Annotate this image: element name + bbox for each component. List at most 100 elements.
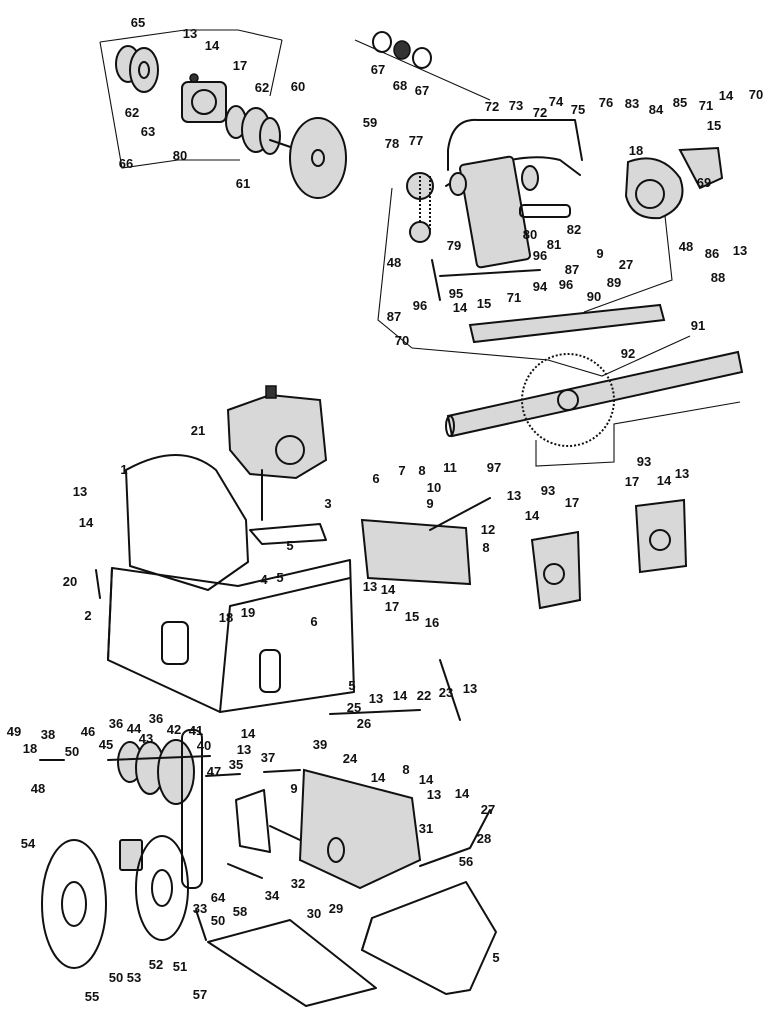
part-callout-86: 86 [705,246,719,261]
part-callout-73: 73 [509,98,523,113]
part-callout-13: 13 [675,466,689,481]
part-callout-35: 35 [229,757,243,772]
chain-drive-assembly [377,118,724,349]
part-callout-41: 41 [189,723,203,738]
part-callout-36: 36 [149,711,163,726]
part-callout-13: 13 [463,681,477,696]
scraper-plate-57 [207,919,377,1007]
engine [226,385,328,521]
part-callout-1: 1 [120,462,127,477]
part-callout-19: 19 [241,605,255,620]
part-callout-97: 97 [487,460,501,475]
part-callout-93: 93 [541,483,555,498]
part-callout-3: 3 [324,496,331,511]
part-callout-17: 17 [385,599,399,614]
part-callout-66: 66 [119,156,133,171]
part-callout-9: 9 [426,496,433,511]
part-callout-75: 75 [571,102,585,117]
part-callout-88: 88 [711,270,725,285]
part-callout-67: 67 [371,62,385,77]
part-callout-45: 45 [99,737,113,752]
part-callout-15: 15 [477,296,491,311]
part-callout-17: 17 [625,474,639,489]
part-callout-27: 27 [619,257,633,272]
part-callout-67: 67 [415,83,429,98]
part-callout-12: 12 [481,522,495,537]
part-callout-5: 5 [276,570,283,585]
part-callout-56: 56 [459,854,473,869]
part-callout-83: 83 [625,96,639,111]
part-callout-60: 60 [291,79,305,94]
part-callout-8: 8 [418,463,425,478]
part-callout-28: 28 [477,831,491,846]
part-callout-68: 68 [393,78,407,93]
part-callout-77: 77 [409,133,423,148]
part-callout-5: 5 [348,678,355,693]
part-callout-89: 89 [607,275,621,290]
part-callout-24: 24 [343,751,358,766]
part-callout-27: 27 [481,802,495,817]
part-callout-2: 2 [84,608,91,623]
part-callout-81: 81 [547,237,561,252]
belt-drive-assembly [41,729,211,969]
part-callout-14: 14 [525,508,540,523]
part-callout-52: 52 [149,957,163,972]
bearing-plate-right [634,498,688,574]
part-callout-58: 58 [233,904,247,919]
part-callout-61: 61 [236,176,250,191]
part-callout-48: 48 [387,255,401,270]
part-callout-50: 50 [65,744,79,759]
part-callout-53: 53 [127,970,141,985]
part-callout-78: 78 [385,136,399,151]
part-callout-13: 13 [73,484,87,499]
part-callout-82: 82 [567,222,581,237]
part-callout-17: 17 [565,495,579,510]
part-callout-15: 15 [405,609,419,624]
part-callout-18: 18 [219,610,233,625]
part-callout-49: 49 [7,724,21,739]
part-callout-14: 14 [455,786,470,801]
scraper-plate-56 [361,881,497,995]
part-callout-13: 13 [369,691,383,706]
part-callout-72: 72 [485,99,499,114]
part-callout-48: 48 [31,781,45,796]
part-callout-5: 5 [286,538,293,553]
part-callout-71: 71 [699,98,713,113]
part-callout-47: 47 [207,764,221,779]
part-callout-96: 96 [559,277,573,292]
part-callout-69: 69 [697,175,711,190]
part-callout-74: 74 [549,94,564,109]
part-callout-93: 93 [637,454,651,469]
part-callout-14: 14 [657,473,672,488]
part-callout-37: 37 [261,750,275,765]
part-callout-14: 14 [205,38,220,53]
part-callout-34: 34 [265,888,280,903]
part-callout-42: 42 [167,722,181,737]
part-callout-55: 55 [85,989,99,1004]
part-callout-7: 7 [398,463,405,478]
part-callout-29: 29 [329,901,343,916]
part-callout-80: 80 [173,148,187,163]
part-callout-87: 87 [387,309,401,324]
part-callout-79: 79 [447,238,461,253]
part-callout-40: 40 [197,738,211,753]
part-callout-80: 80 [523,227,537,242]
part-callout-14: 14 [79,515,94,530]
part-callout-95: 95 [449,286,463,301]
part-callout-96: 96 [533,248,547,263]
part-callout-76: 76 [599,95,613,110]
part-callout-92: 92 [621,346,635,361]
part-callout-62: 62 [125,105,139,120]
part-callout-14: 14 [719,88,734,103]
part-callout-96: 96 [413,298,427,313]
part-callout-13: 13 [507,488,521,503]
part-callout-18: 18 [23,741,37,756]
part-callout-65: 65 [131,15,145,30]
part-callout-20: 20 [63,574,77,589]
frame-housing [107,454,355,713]
part-callout-8: 8 [482,540,489,555]
part-callout-13: 13 [733,243,747,258]
part-callout-51: 51 [173,959,187,974]
